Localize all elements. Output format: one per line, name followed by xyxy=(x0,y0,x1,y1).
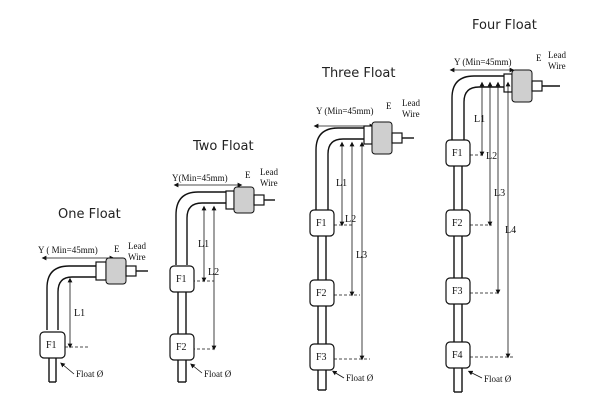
fitting-body xyxy=(225,190,235,210)
l4-label: L4 xyxy=(505,225,516,236)
hex-nut xyxy=(511,69,533,103)
float-f3-label: F3 xyxy=(316,352,327,363)
float-f1 xyxy=(39,331,66,359)
diagram-four-float: Four Float Y (Min=45mm) E Lead Wire L1 L… xyxy=(445,18,566,393)
diagram-title: Three Float xyxy=(321,66,395,81)
e-label: E xyxy=(245,170,251,180)
y-dimension-label: Y (Min=45mm) xyxy=(454,57,512,67)
l2-label: L2 xyxy=(345,214,356,225)
lead-wire-label-line1: Lead xyxy=(260,167,278,177)
l1-label: L1 xyxy=(336,178,347,189)
float-f3 xyxy=(309,343,335,371)
float-dia-leader xyxy=(467,370,483,379)
y-dimension-label: Y (Min=45mm) xyxy=(316,106,374,116)
float-f2 xyxy=(445,209,471,237)
float-f3-label: F3 xyxy=(452,286,463,297)
stem-pipe-outer xyxy=(175,191,226,265)
cable-gland xyxy=(125,265,137,277)
stem-pipe-outer xyxy=(315,127,364,210)
float-f1-label: F1 xyxy=(452,148,463,159)
y-dimension-label: Y ( Min=45mm) xyxy=(38,245,98,255)
float-f1 xyxy=(445,139,471,167)
lead-wire-label-line1: Lead xyxy=(402,98,420,108)
float-f1-label: F1 xyxy=(316,218,327,229)
e-label: E xyxy=(536,53,542,63)
e-label: E xyxy=(386,101,392,111)
l1-label: L1 xyxy=(74,308,85,319)
lead-wire-label-line1: Lead xyxy=(128,241,146,251)
float-dia-label: Float Ø xyxy=(346,373,374,383)
diagram-one-float: One Float Y ( Min=45mm) E Lead Wire L1 F… xyxy=(38,207,148,383)
l1-label: L1 xyxy=(198,239,209,250)
stem-pipe-outer xyxy=(46,265,96,330)
lead-wire-label-line2: Wire xyxy=(128,252,146,262)
float-f2 xyxy=(309,279,335,307)
stem-pipe-inner xyxy=(186,202,226,265)
float-f2-label: F2 xyxy=(452,218,463,229)
float-dia-leader xyxy=(190,363,203,374)
fitting-body xyxy=(95,261,107,281)
cable-gland xyxy=(531,80,543,92)
diagram-title: Two Float xyxy=(192,139,254,154)
fitting-body xyxy=(363,125,373,145)
stem-pipe-outer xyxy=(451,75,504,140)
diagram-two-float: Two Float Y(Min=45mm) E Lead Wire L1 L2 … xyxy=(169,139,278,383)
l1-label: L1 xyxy=(474,114,485,125)
cable-gland xyxy=(253,194,265,206)
float-f3 xyxy=(445,277,471,305)
lead-wire-label-line1: Lead xyxy=(548,50,566,60)
float-f4 xyxy=(445,341,471,369)
l3-label: L3 xyxy=(356,250,367,261)
stem-pipe-inner xyxy=(57,276,96,330)
float-f1 xyxy=(309,209,335,237)
float-dia-label: Float Ø xyxy=(76,369,104,379)
float-f2 xyxy=(169,333,195,361)
diagram-three-float: Three Float Y (Min=45mm) E Lead Wire L1 … xyxy=(309,66,420,391)
lead-wire-label-line2: Wire xyxy=(402,109,420,119)
stem-pipe-inner xyxy=(327,138,364,210)
l3-label: L3 xyxy=(494,188,505,199)
lead-wire-label-line2: Wire xyxy=(548,61,566,71)
stem-pipe-inner xyxy=(463,86,504,140)
lead-wire-label-line2: Wire xyxy=(260,178,278,188)
hex-nut xyxy=(233,186,255,214)
float-f2-label: F2 xyxy=(176,342,187,353)
diagram-title: One Float xyxy=(58,207,121,222)
l2-label: L2 xyxy=(208,267,219,278)
float-f1 xyxy=(169,265,195,293)
float-f1-label: F1 xyxy=(46,340,57,351)
float-dia-label: Float Ø xyxy=(204,369,232,379)
hex-nut xyxy=(371,121,393,155)
cable-gland xyxy=(391,132,403,144)
diagram-title: Four Float xyxy=(472,18,537,33)
float-f1-label: F1 xyxy=(176,274,187,285)
l2-label: L2 xyxy=(486,151,497,162)
y-dimension-label: Y(Min=45mm) xyxy=(172,173,228,183)
hex-nut xyxy=(105,257,127,285)
float-dia-leader xyxy=(331,370,345,379)
float-dia-label: Float Ø xyxy=(484,374,512,384)
float-dia-leader xyxy=(60,362,75,375)
float-f2-label: F2 xyxy=(316,288,327,299)
float-f4-label: F4 xyxy=(452,350,463,361)
e-label: E xyxy=(114,244,120,254)
